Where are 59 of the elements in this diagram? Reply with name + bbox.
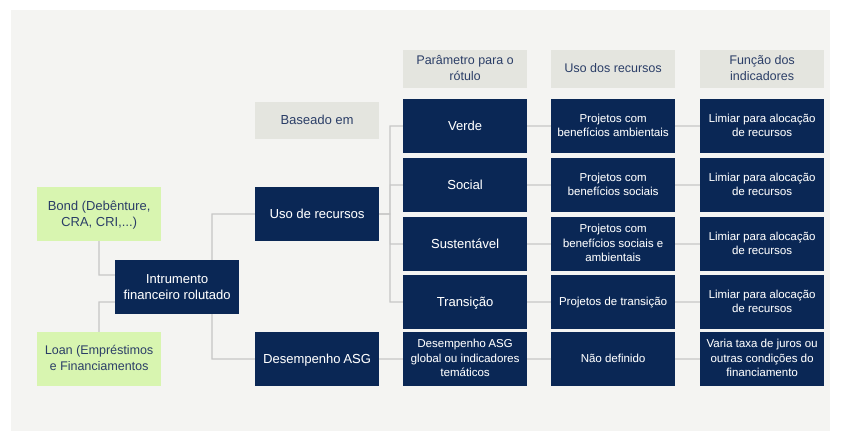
connector-line [675, 301, 700, 303]
connector-line [527, 301, 551, 303]
box-label: Projetos com benefícios ambientais [556, 112, 670, 140]
instrument-type-box [37, 187, 161, 241]
box-label: Limiar para alocação de recursos [708, 112, 816, 140]
header-label: Função dos indicadores [728, 53, 796, 85]
connector-line [98, 301, 115, 332]
connector-line [211, 314, 255, 360]
box-label: Limiar para alocação de recursos [708, 288, 816, 316]
process-box [700, 99, 824, 153]
process-box [255, 332, 379, 386]
box-label: Social [447, 176, 483, 194]
connector-line [379, 358, 403, 360]
box-label: Não definido [580, 352, 646, 366]
box-label: Desempenho ASG [263, 350, 371, 368]
box-label: Limiar para alocação de recursos [708, 230, 816, 258]
connector-line [211, 213, 255, 260]
box-label: Varia taxa de juros ou outras condições do financiamento [705, 337, 819, 381]
header-label: Parâmetro para o rótulo [415, 53, 515, 85]
box-label: Sustentável [431, 236, 499, 252]
connector-line [98, 241, 115, 276]
process-box [551, 275, 675, 329]
connector-line [527, 358, 551, 360]
box-label: Projetos com benefícios sociais [566, 170, 660, 200]
process-box [551, 217, 675, 271]
connector-line [675, 184, 700, 186]
process-box [551, 332, 675, 386]
instrument-type-box [37, 332, 161, 386]
connector-line [379, 213, 403, 303]
process-box [403, 99, 527, 153]
process-box [700, 158, 824, 212]
process-box [403, 158, 527, 212]
process-box [551, 158, 675, 212]
header-label: Uso dos recursos [564, 61, 662, 77]
process-box [255, 187, 379, 241]
process-box [403, 275, 527, 329]
process-box [551, 99, 675, 153]
connector-line [675, 125, 700, 127]
box-label: Transição [436, 294, 494, 310]
box-label: Intrumento financeiro rolutado [122, 270, 232, 304]
process-box [700, 275, 824, 329]
box-label: Loan (Empréstimos e Financiamentos [44, 343, 154, 375]
process-box [700, 217, 824, 271]
process-box [115, 260, 239, 314]
process-box [403, 217, 527, 271]
box-label: Projetos com benefícios sociais e ambientais [562, 222, 664, 266]
connector-line [527, 125, 551, 127]
box-label: Projetos de transição [558, 294, 668, 310]
connector-line [527, 184, 551, 186]
box-label: Bond (Debênture, CRA, CRI,...) [46, 198, 152, 230]
connector-line [675, 358, 700, 360]
connector-line [527, 243, 551, 245]
box-label: Desempenho ASG global ou indicadores temáticos [410, 337, 520, 381]
header-label: Baseado em [280, 112, 354, 129]
box-label: Uso de recursos [270, 206, 364, 222]
connector-line [675, 243, 700, 245]
box-label: Verde [448, 118, 482, 134]
process-box [403, 332, 527, 386]
box-label: Limiar para alocação de recursos [708, 170, 816, 200]
